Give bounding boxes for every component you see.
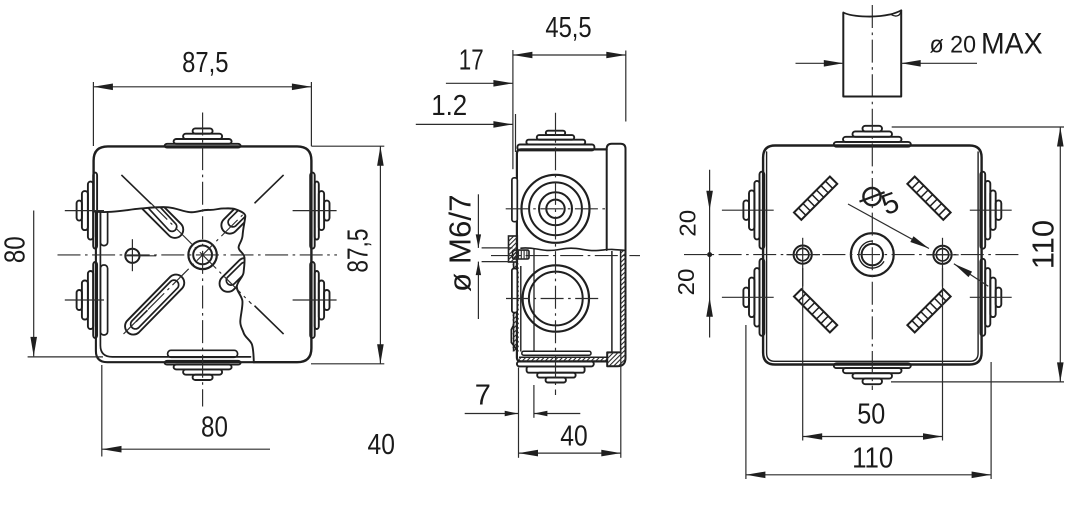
svg-text:17: 17 bbox=[459, 44, 484, 76]
svg-text:40: 40 bbox=[368, 429, 395, 461]
svg-text:50: 50 bbox=[857, 398, 885, 430]
svg-text:ø M6/7: ø M6/7 bbox=[443, 194, 477, 292]
svg-text:80: 80 bbox=[0, 236, 31, 263]
svg-text:45,5: 45,5 bbox=[545, 12, 591, 44]
svg-text:7: 7 bbox=[475, 380, 491, 412]
svg-text:87,5: 87,5 bbox=[342, 229, 374, 273]
svg-text:20: 20 bbox=[675, 210, 701, 237]
svg-text:MAX: MAX bbox=[981, 28, 1043, 61]
svg-text:87,5: 87,5 bbox=[182, 47, 228, 79]
svg-text:ø 20: ø 20 bbox=[930, 31, 977, 58]
svg-text:20: 20 bbox=[673, 269, 699, 296]
svg-text:80: 80 bbox=[201, 412, 228, 444]
svg-text:40: 40 bbox=[560, 420, 587, 452]
svg-text:110: 110 bbox=[1026, 220, 1061, 269]
svg-text:1.2: 1.2 bbox=[431, 90, 467, 122]
svg-text:110: 110 bbox=[852, 443, 893, 475]
